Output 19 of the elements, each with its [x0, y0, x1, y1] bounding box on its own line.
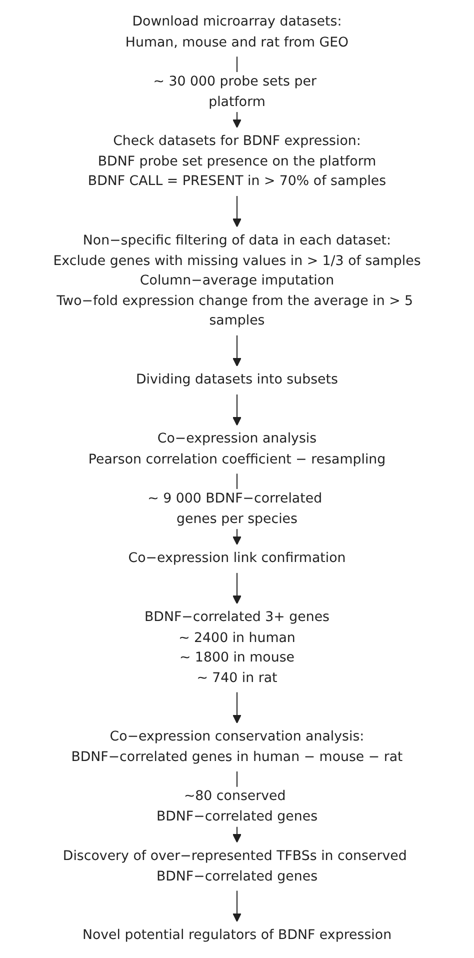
node-text: BDNF−correlated 3+ genes ~ 2400 in human ~ 1800 in mouse ~ 740 in rat [144, 610, 330, 686]
edge-label: ~80 conserved BDNF−correlated genes [156, 788, 318, 824]
edge-label: ~ 9 000 BDNF−correlated genes per species [148, 491, 322, 527]
node-text: Co−expression link confirmation [128, 550, 346, 566]
arrow [232, 335, 242, 367]
arrow [232, 572, 242, 604]
node-text: Co−expression analysis Pearson correlation coefficient − resampling [88, 431, 386, 467]
arrow [232, 890, 242, 922]
node-text: Co−expression conservation analysis: BDNF−correlated genes in human − mouse − rat [71, 729, 403, 765]
node-text: Novel potential regulators of BDNF expression [82, 928, 392, 944]
node-text: Non−specific filtering of data in each dataset: Exclude genes with missing values in > 1/3 of samples Column−average imputation Two−fold expression change from the average in > 5 samples [53, 232, 421, 329]
node-text: Dividing datasets into subsets [136, 372, 338, 388]
arrow [232, 692, 242, 724]
arrow [232, 196, 242, 228]
node-text: Download microarray datasets: Human, mouse and rat from GEO [125, 14, 349, 50]
node-text: Discovery of over−represented TFBSs in conserved BDNF−correlated genes [62, 848, 407, 884]
node-text: Check datasets for BDNF expression: BDNF probe set presence on the platform BDNF CALL = PRESENT in > 70% of samples [88, 134, 386, 190]
edge-label: ~ 30 000 probe sets per platform [153, 74, 316, 110]
arrow [232, 394, 242, 426]
